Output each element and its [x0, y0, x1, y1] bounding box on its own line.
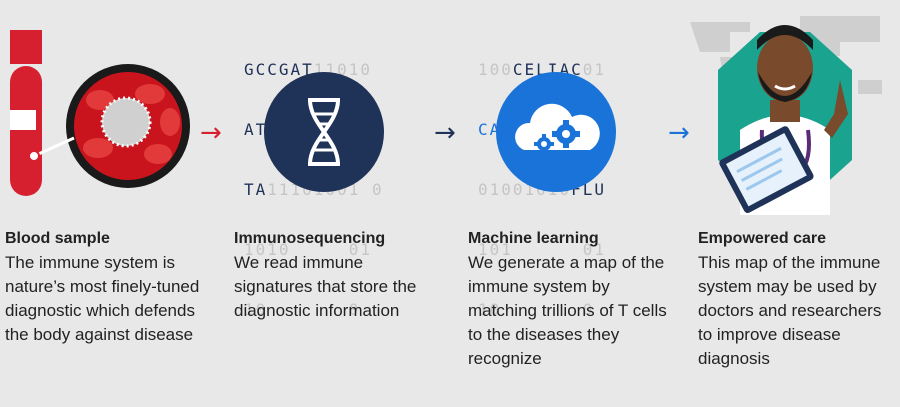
dna-code-line5: 10 0 — [244, 300, 361, 319]
step-title: Blood sample — [5, 230, 110, 247]
step-immunosequencing: Immunosequencing We read immune signatur… — [234, 228, 434, 323]
step-blood-sample: Blood sample The immune system is nature… — [5, 228, 205, 347]
step-machine-learning: Machine learning We generate a map of th… — [468, 228, 668, 371]
arrow-icon-3: → — [668, 118, 690, 148]
dna-icon — [264, 72, 384, 192]
step-empowered-care: Empowered care This map of the immune sy… — [698, 228, 898, 371]
ml-code-line5: 10 0 — [478, 300, 595, 319]
doctor-illustration — [718, 25, 852, 215]
step-body: This map of the immune system may be use… — [698, 253, 882, 368]
dna-code-line3-hl: TA — [244, 180, 268, 199]
arrow-icon-1: → — [200, 118, 222, 148]
dna-code-line4: 1010 01 — [244, 240, 372, 259]
step-body: We generate a map of the immune system b… — [468, 253, 667, 368]
dna-code-line1-hl: GCCGAT — [244, 60, 314, 79]
step-title: Empowered care — [698, 230, 827, 247]
step-title: Machine learning — [468, 230, 599, 247]
ml-code-line1-post: 01 — [582, 60, 606, 79]
step-body: The immune system is nature’s most finel… — [5, 253, 200, 344]
process-illustration: → GCCGAT11010 ATGC1101100 TA11101001 0 1… — [10, 16, 882, 319]
cloud-gears-icon — [496, 72, 616, 192]
blood-sample-icon — [10, 30, 190, 196]
ml-code-line1-pre: 100 — [478, 60, 513, 79]
step-body: We read immune signatures that store the… — [234, 253, 417, 320]
step-title: Immunosequencing — [234, 230, 386, 247]
arrow-icon-2: → — [434, 118, 456, 148]
ml-code-line4: 101 01 — [478, 240, 606, 259]
